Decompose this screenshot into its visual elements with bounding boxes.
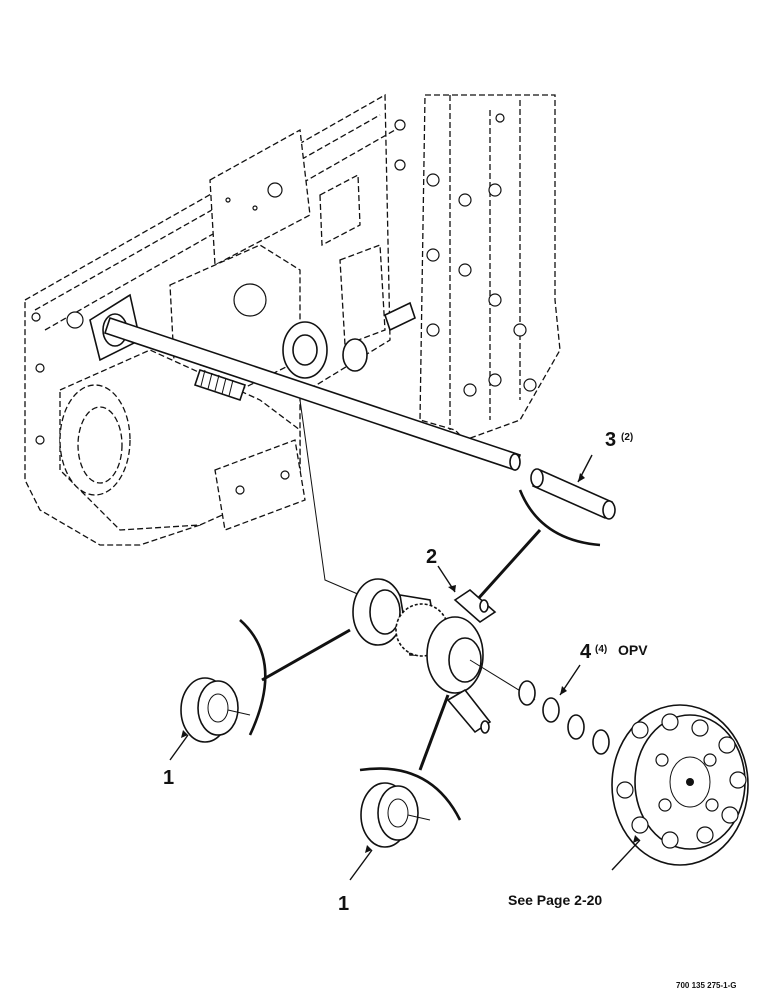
callout-part-4: 4 xyxy=(580,641,592,663)
callout-part-1-upper: 1 xyxy=(163,767,174,789)
bearing-bracket-lower xyxy=(359,767,462,821)
assembly-tie-lower xyxy=(418,694,450,771)
bearing-part-1-lower xyxy=(360,782,431,848)
callout-part-2: 2 xyxy=(426,546,437,568)
pin-tie-line xyxy=(466,528,542,612)
callout-part-4-opv: OPV xyxy=(618,642,648,658)
leader-lines xyxy=(169,454,641,881)
figure-number: 700 135 275-1-G xyxy=(676,981,737,990)
slip-clutch-hub xyxy=(611,704,749,866)
sprocket-clutch-assembly xyxy=(299,399,536,734)
spacer-washers-part-4 xyxy=(518,680,610,755)
pin-part-3 xyxy=(530,468,616,520)
pin-group-bracket xyxy=(518,489,601,547)
baler-frame-outline xyxy=(24,93,561,546)
assembly-tie-left xyxy=(261,628,351,682)
see-page-reference: See Page 2-20 xyxy=(508,892,602,908)
callout-part-3-qty: (2) xyxy=(621,432,633,443)
assembly-bracket-left xyxy=(239,619,267,736)
bearing-part-1-upper xyxy=(180,677,251,743)
callout-part-4-qty: (4) xyxy=(595,644,607,655)
callout-part-3: 3 xyxy=(605,429,616,451)
callout-part-1-lower: 1 xyxy=(338,893,349,915)
drive-shafts xyxy=(103,301,522,472)
